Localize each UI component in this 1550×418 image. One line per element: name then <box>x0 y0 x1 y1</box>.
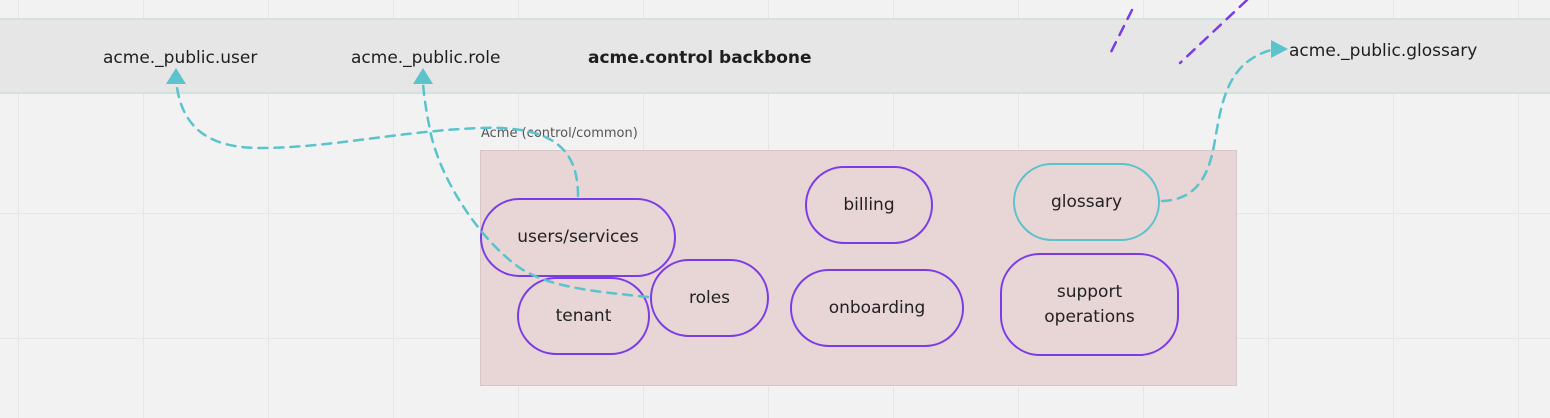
node-roles-label: roles <box>688 287 731 308</box>
node-users-services-label: users/services <box>517 227 639 247</box>
node-onboarding-label: onboarding <box>828 297 926 318</box>
public-glossary-label[interactable]: acme._public.glossary <box>1289 41 1478 61</box>
node-onboarding[interactable]: onboarding <box>790 269 964 347</box>
node-billing[interactable]: billing <box>805 166 933 244</box>
public-user-label[interactable]: acme._public.user <box>103 48 258 68</box>
node-support-operations[interactable]: support operations <box>1000 253 1179 356</box>
node-glossary-label: glossary <box>1050 191 1123 212</box>
node-tenant[interactable]: tenant <box>517 277 650 355</box>
node-tenant-label: tenant <box>555 305 612 326</box>
node-billing-label: billing <box>843 194 895 215</box>
node-roles[interactable]: roles <box>650 259 769 337</box>
public-role-label[interactable]: acme._public.role <box>351 48 501 68</box>
support-line-1: support <box>1056 281 1123 302</box>
node-glossary[interactable]: glossary <box>1013 163 1160 241</box>
backbone-title[interactable]: acme.control backbone <box>588 48 812 68</box>
node-support-operations-label: support operations <box>1044 280 1134 330</box>
node-users-services[interactable]: users/services <box>480 198 676 277</box>
frame-title[interactable]: Acme (control/common) <box>481 126 638 141</box>
support-line-2: operations <box>1044 306 1135 327</box>
